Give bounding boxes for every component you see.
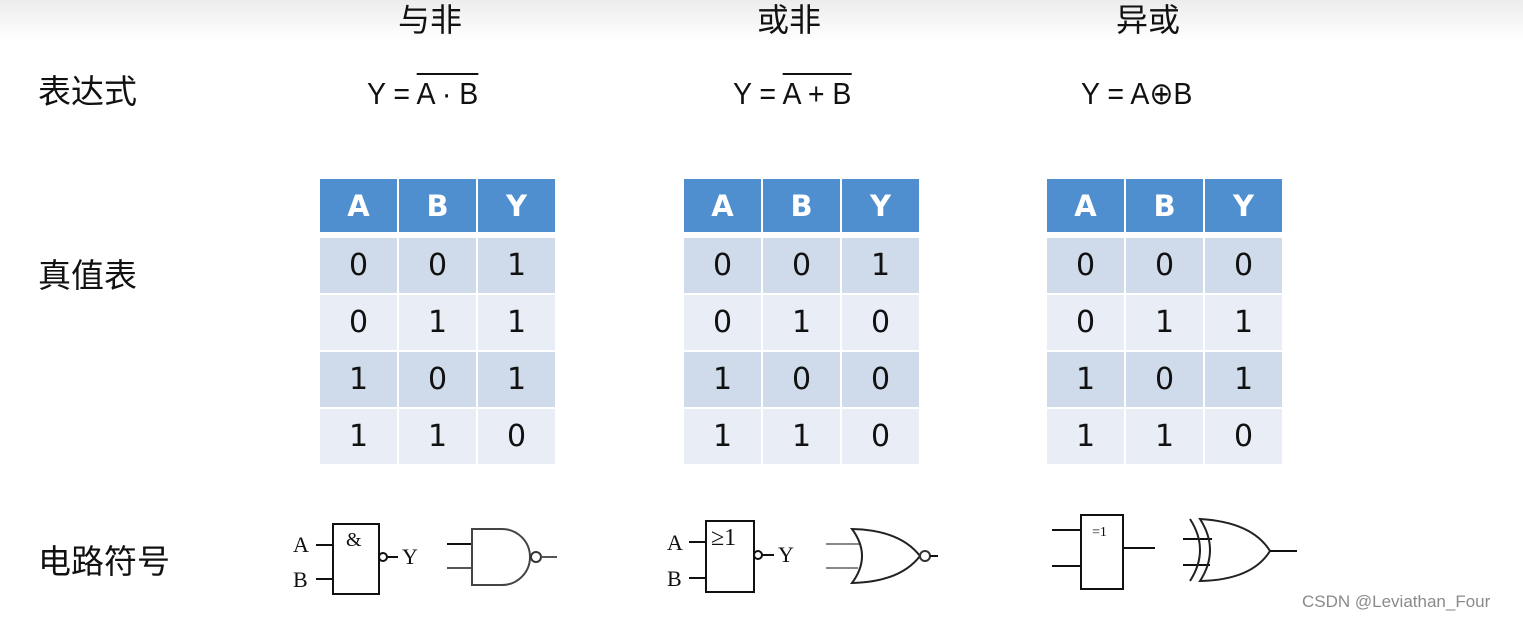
- nand-box-symbol-icon: & A B Y: [293, 523, 418, 595]
- cell: 0: [399, 238, 476, 293]
- cell: 1: [399, 295, 476, 350]
- table-row: 1 0 1: [320, 352, 555, 407]
- nor-box-label: ≥1: [711, 525, 736, 551]
- table-row: 1 1 0: [684, 409, 919, 464]
- cell: 0: [763, 352, 840, 407]
- cell: 1: [478, 295, 555, 350]
- input-b-label: B: [293, 567, 308, 592]
- cell: 1: [1205, 352, 1282, 407]
- cell: 1: [478, 352, 555, 407]
- cell: 1: [320, 409, 397, 464]
- nor-box-symbol-icon: ≥1 A B Y: [667, 520, 794, 593]
- header-a: A: [1047, 179, 1124, 236]
- cell: 0: [684, 238, 761, 293]
- expression-nand: Y = A · B: [367, 73, 479, 114]
- cell: 1: [763, 409, 840, 464]
- truth-table-nor: A B Y 0 0 1 0 1 0 1 0 0 1 1 0: [682, 177, 921, 466]
- cell: 1: [478, 238, 555, 293]
- header-y: Y: [842, 179, 919, 236]
- expression-nor: Y = A + B: [733, 73, 852, 114]
- cell: 1: [320, 352, 397, 407]
- title-nand: 与非: [397, 1, 463, 39]
- cell: 0: [399, 352, 476, 407]
- watermark: CSDN @Leviathan_Four: [1302, 592, 1491, 611]
- table-row: 0 1 1: [1047, 295, 1282, 350]
- cell: 1: [1205, 295, 1282, 350]
- table-row: 0 1 1: [320, 295, 555, 350]
- cell: 1: [1126, 409, 1203, 464]
- label-expression: 表达式: [38, 72, 137, 111]
- title-xor: 异或: [1115, 1, 1181, 39]
- output-y-label: Y: [402, 544, 418, 569]
- cell: 0: [842, 409, 919, 464]
- table-row: 0 1 0: [684, 295, 919, 350]
- cell: 0: [763, 238, 840, 293]
- output-y-label: Y: [778, 542, 794, 567]
- cell: 1: [1047, 409, 1124, 464]
- header-a: A: [684, 179, 761, 236]
- cell: 1: [399, 409, 476, 464]
- cell: 0: [1126, 238, 1203, 293]
- expression-xor: Y = A⊕B: [1081, 74, 1192, 114]
- cell: 1: [1047, 352, 1124, 407]
- top-shade: [0, 0, 1523, 40]
- header-y: Y: [478, 179, 555, 236]
- header-y: Y: [1205, 179, 1282, 236]
- expression-prefix: Y =: [733, 76, 783, 111]
- xor-box-symbol-icon: =1: [1052, 514, 1155, 590]
- nand-box-label: &: [346, 529, 362, 551]
- header-b: B: [399, 179, 476, 236]
- cell: 0: [1205, 409, 1282, 464]
- header-b: B: [1126, 179, 1203, 236]
- table-row: 0 0 1: [684, 238, 919, 293]
- cell: 1: [1126, 295, 1203, 350]
- input-a-label: A: [667, 530, 683, 555]
- title-nor: 或非: [756, 1, 822, 39]
- nor-gate-symbol-icon: [826, 527, 938, 585]
- expression-overlined: A + B: [782, 73, 852, 111]
- cell: 0: [320, 295, 397, 350]
- input-b-label: B: [667, 566, 682, 591]
- cell: 1: [684, 409, 761, 464]
- cell: 1: [684, 352, 761, 407]
- cell: 0: [842, 352, 919, 407]
- cell: 0: [684, 295, 761, 350]
- xor-box-label: =1: [1092, 525, 1107, 540]
- cell: 1: [842, 238, 919, 293]
- cell: 0: [320, 238, 397, 293]
- expression-prefix: Y =: [367, 76, 417, 111]
- cell: 1: [763, 295, 840, 350]
- table-row: 1 0 0: [684, 352, 919, 407]
- table-row: 1 1 0: [1047, 409, 1282, 464]
- xor-gate-symbol-icon: [1183, 517, 1297, 583]
- cell: 0: [842, 295, 919, 350]
- cell: 0: [1205, 238, 1282, 293]
- truth-table-nand: A B Y 0 0 1 0 1 1 1 0 1 1 1 0: [318, 177, 557, 466]
- cell: 0: [1047, 295, 1124, 350]
- cell: 0: [1126, 352, 1203, 407]
- nand-gate-symbol-icon: [447, 528, 557, 586]
- table-row: 0 0 1: [320, 238, 555, 293]
- input-a-label: A: [293, 532, 309, 557]
- table-row: 0 0 0: [1047, 238, 1282, 293]
- table-row: 1 0 1: [1047, 352, 1282, 407]
- header-b: B: [763, 179, 840, 236]
- expression-text: Y = A⊕B: [1081, 76, 1193, 111]
- expression-overlined: A · B: [416, 73, 479, 111]
- header-a: A: [320, 179, 397, 236]
- cell: 0: [478, 409, 555, 464]
- label-circuit-symbol: 电路符号: [38, 542, 170, 581]
- table-row: 1 1 0: [320, 409, 555, 464]
- truth-table-xor: A B Y 0 0 0 0 1 1 1 0 1 1 1 0: [1045, 177, 1284, 466]
- cell: 0: [1047, 238, 1124, 293]
- label-truth-table: 真值表: [38, 256, 137, 295]
